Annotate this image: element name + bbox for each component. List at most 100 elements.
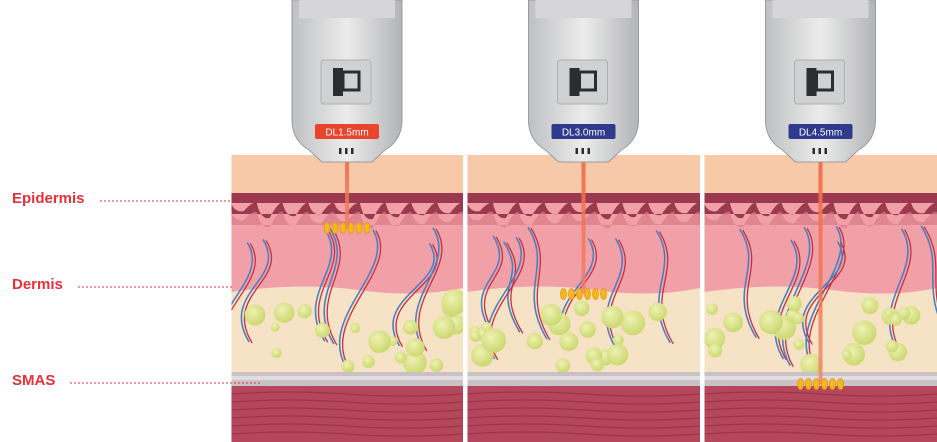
fat-cell <box>402 319 418 335</box>
fat-cell <box>270 322 280 332</box>
artery-line <box>777 240 801 361</box>
fat-cell <box>704 327 726 350</box>
focal-point <box>837 378 844 390</box>
muscle-fiber <box>704 399 937 405</box>
fat-cell <box>350 323 360 334</box>
logo-mark <box>569 68 580 96</box>
focal-point <box>813 378 820 390</box>
fat-cell <box>793 338 805 350</box>
fat-cell <box>540 303 563 326</box>
vein-line <box>888 228 909 353</box>
logo-mark <box>806 68 817 96</box>
smas-label: SMAS <box>12 372 56 389</box>
logo-mark <box>333 68 343 96</box>
artery-line <box>742 229 760 340</box>
transducer-cap <box>772 0 869 18</box>
vein-line <box>605 238 623 349</box>
muscle-fiber <box>704 407 937 413</box>
vein-line <box>240 239 270 343</box>
logo-mark-outline <box>578 70 597 92</box>
focal-point <box>355 222 363 234</box>
vein-line <box>527 226 548 340</box>
ultrasound-beam <box>345 155 349 228</box>
fat-cell <box>526 332 544 350</box>
focal-point <box>592 288 599 300</box>
window-mark <box>812 148 815 154</box>
skin-panel-1 <box>231 155 463 442</box>
vein-line <box>655 230 671 344</box>
focal-point <box>797 378 804 390</box>
transducer-3: DL4.5mm <box>765 0 876 163</box>
fat-cell <box>361 355 375 369</box>
focal-point <box>560 288 567 300</box>
muscle-fiber <box>704 415 937 421</box>
artery-line <box>326 229 341 346</box>
vein-line <box>231 242 254 307</box>
papillae-shadow <box>467 211 700 229</box>
focal-point <box>576 288 583 300</box>
fat-cell <box>341 359 355 373</box>
artery-line <box>923 226 937 304</box>
artery-line <box>658 231 674 345</box>
fat-cell <box>885 340 899 353</box>
muscle-fiber <box>467 399 700 405</box>
muscle-fiber <box>704 423 937 429</box>
logo-mark-outline <box>341 70 361 92</box>
fat-cell <box>481 328 506 353</box>
fat-cell <box>297 304 312 319</box>
fat-cell <box>706 303 718 315</box>
focal-point <box>584 288 591 300</box>
depth-badge <box>551 124 616 139</box>
vein-line <box>781 226 811 367</box>
muscle-fiber <box>467 391 700 397</box>
artery-line <box>483 236 503 332</box>
focal-point <box>821 378 828 390</box>
focal-point <box>568 288 575 300</box>
fat-cell <box>402 350 427 375</box>
fat-cell <box>607 344 629 366</box>
vein-line <box>414 227 440 351</box>
fat-cell <box>897 307 911 320</box>
artery-line <box>342 230 382 369</box>
vein-line <box>739 228 757 339</box>
fat-cell <box>786 296 802 312</box>
fat-cell <box>559 332 579 352</box>
smas-highlight <box>467 376 700 380</box>
smas-highlight <box>231 376 463 380</box>
muscle-fiber <box>467 407 700 413</box>
fat-cell <box>612 334 624 346</box>
skin-panel-3 <box>704 155 937 442</box>
fat-cell <box>244 304 266 326</box>
fat-cell <box>842 343 866 366</box>
depth-label: DL1.5mm <box>325 128 368 139</box>
depth-label: DL4.5mm <box>799 128 842 139</box>
window-mark <box>351 148 354 154</box>
fat-cell <box>861 297 879 315</box>
transducer-1: DL1.5mm <box>291 0 403 163</box>
fat-cell <box>579 321 596 338</box>
epidermis-label: Epidermis <box>12 190 85 207</box>
artery-line <box>418 228 443 352</box>
fat-cell <box>271 348 282 359</box>
fat-cell <box>469 330 481 342</box>
muscle-fiber <box>231 431 463 437</box>
fat-cell <box>573 300 590 317</box>
fat-cell <box>648 302 667 322</box>
fat-cell <box>601 305 624 329</box>
fat-cell <box>620 310 646 336</box>
fat-cell <box>368 330 391 353</box>
artery-line <box>395 244 438 348</box>
artery-line <box>608 239 626 350</box>
logo-mark-outline <box>815 70 834 92</box>
focal-point <box>805 378 812 390</box>
focal-point <box>829 378 836 390</box>
vein-line <box>392 242 435 347</box>
fat-cell <box>314 322 330 338</box>
muscle-fiber <box>704 391 937 397</box>
focal-point <box>339 222 347 234</box>
vein-line <box>805 225 842 369</box>
muscle-fiber <box>467 431 700 437</box>
vein-line <box>920 225 937 315</box>
fat-cell <box>441 289 463 315</box>
